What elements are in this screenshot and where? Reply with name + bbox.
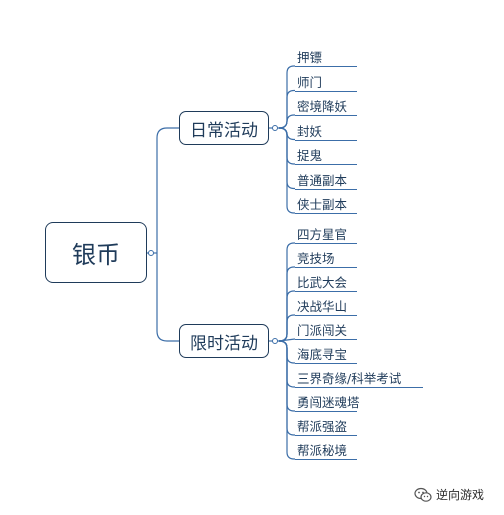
leaf-label: 门派闯关	[297, 323, 348, 338]
leaf-connector	[278, 314, 295, 342]
leaf-label: 竞技场	[297, 251, 335, 266]
leaf-underline	[295, 115, 357, 116]
leaf-underline	[295, 164, 357, 165]
leaf-connector	[278, 114, 295, 129]
leaf-underline	[295, 291, 357, 292]
leaf-underline	[295, 243, 357, 244]
branch-label: 日常活动	[190, 120, 258, 141]
leaf-label: 侠士副本	[297, 197, 348, 212]
leaf-underline	[295, 90, 357, 92]
leaf-connector	[278, 127, 295, 214]
connector-dot	[272, 125, 278, 131]
leaf-underline	[295, 339, 357, 340]
leaf-label: 勇闯迷魂塔	[297, 395, 360, 410]
branch-connector	[156, 253, 179, 342]
leaf-label: 比武大会	[297, 275, 348, 290]
leaf-underline	[295, 66, 357, 67]
leaf-underline	[295, 411, 357, 412]
leaf-connector	[278, 340, 295, 460]
branch-node-limited: 限时活动	[179, 324, 269, 358]
leaf-underline	[295, 188, 357, 190]
leaf-underline	[295, 387, 423, 388]
root-node: 银币	[45, 222, 147, 283]
wechat-icon	[414, 487, 432, 502]
leaf-label: 捉鬼	[297, 148, 323, 163]
leaf-label: 师门	[297, 74, 323, 90]
leaf-label: 普通副本	[297, 172, 348, 188]
connector-dot	[148, 250, 154, 256]
leaf-label: 封妖	[297, 123, 323, 139]
leaf-underline	[295, 267, 357, 268]
leaf-label: 三界奇缘/科举考试	[297, 371, 402, 386]
branch-label: 限时活动	[190, 333, 258, 354]
leaf-label: 海底寻宝	[297, 347, 348, 362]
leaf-label: 四方星官	[297, 227, 348, 242]
leaf-label: 帮派秘境	[297, 443, 348, 458]
branch-connector	[156, 127, 179, 253]
connector-dot	[272, 338, 278, 344]
leaf-underline	[295, 139, 357, 141]
leaf-label: 决战华山	[297, 299, 348, 314]
leaf-underline	[295, 213, 357, 214]
watermark: 逆向游戏	[414, 486, 484, 503]
root-label: 银币	[72, 241, 120, 269]
leaf-underline	[295, 459, 357, 460]
leaf-label: 密境降妖	[297, 99, 348, 114]
watermark-text: 逆向游戏	[436, 488, 485, 502]
leaf-label: 押镖	[297, 50, 323, 65]
leaf-underline	[295, 315, 357, 316]
leaf-underline	[295, 363, 357, 364]
leaf-underline	[295, 435, 357, 436]
branch-node-daily: 日常活动	[179, 111, 269, 145]
leaf-label: 帮派强盗	[297, 419, 348, 434]
